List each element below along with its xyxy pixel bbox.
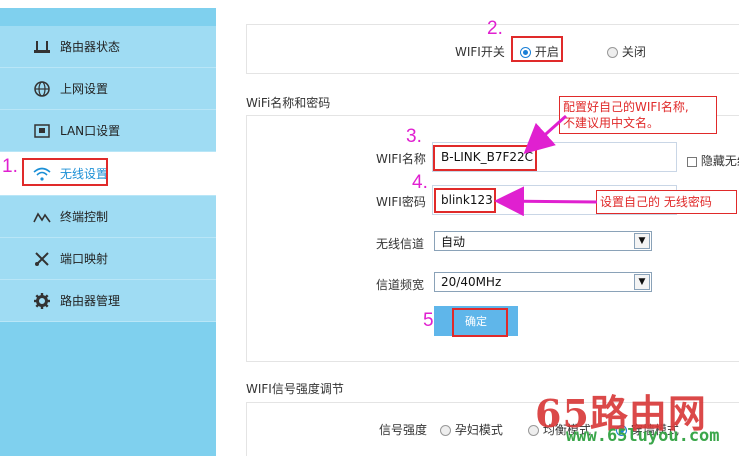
radio-unchecked-icon <box>440 425 451 436</box>
bandwidth-select[interactable]: 20/40MHz ▼ <box>434 272 652 292</box>
lan-port-icon <box>33 122 51 140</box>
wifi-on-radio[interactable]: 开启 <box>520 43 559 60</box>
chevron-down-icon: ▼ <box>634 233 650 249</box>
sidebar-item-terminal-control[interactable]: 终端控制 <box>0 196 216 238</box>
signal-option-balanced[interactable]: 均衡模式 <box>528 421 591 438</box>
bandwidth-value: 20/40MHz <box>441 275 502 289</box>
signal-option-label: 孕妇模式 <box>454 423 503 437</box>
chevron-down-icon: ▼ <box>634 274 650 290</box>
highlight-confirm <box>452 308 508 337</box>
step-marker-1: 1. <box>2 156 18 177</box>
signal-option-wall[interactable]: 穿墙模式 <box>616 421 679 438</box>
radio-checked-icon <box>520 47 531 58</box>
hide-ssid-checkbox[interactable]: 隐藏无线 <box>687 152 739 169</box>
sidebar-item-label: 终端控制 <box>60 210 109 224</box>
watermark-url: www.65luyou.com <box>566 426 720 446</box>
highlight-wireless <box>22 158 108 186</box>
signal-option-label: 穿墙模式 <box>630 423 679 437</box>
channel-select[interactable]: 自动 ▼ <box>434 231 652 251</box>
sidebar-item-port-mapping[interactable]: 端口映射 <box>0 238 216 280</box>
sidebar-item-label: 上网设置 <box>60 82 109 96</box>
password-callout: 设置自己的 无线密码 <box>596 190 737 214</box>
ssid-callout-line2: 不建议用中文名。 <box>563 116 660 130</box>
sidebar-item-lan[interactable]: LAN口设置 <box>0 110 216 152</box>
router-icon <box>33 38 51 56</box>
sidebar-item-router-admin[interactable]: 路由器管理 <box>0 280 216 322</box>
watermark-brand: 65路由网 <box>535 391 707 436</box>
wifi-on-label: 开启 <box>534 45 559 59</box>
sidebar-item-label: LAN口设置 <box>60 124 121 138</box>
password-label: WIFI密码 <box>376 195 426 209</box>
radio-unchecked-icon <box>607 47 618 58</box>
radio-unchecked-icon <box>528 425 539 436</box>
step-marker-4: 4. <box>412 172 428 193</box>
sidebar-item-label: 路由器管理 <box>60 294 121 308</box>
password-value: blink123 <box>441 193 493 207</box>
checkbox-icon <box>687 156 697 167</box>
step-marker-2: 2. <box>487 18 503 39</box>
section-title-signal: WIFI信号强度调节 <box>246 382 344 396</box>
activity-icon <box>33 208 51 226</box>
sidebar-item-label: 无线设置 <box>60 167 109 181</box>
radio-checked-icon <box>616 425 627 436</box>
hide-ssid-label: 隐藏无线 <box>700 154 739 168</box>
password-callout-text: 设置自己的 无线密码 <box>600 195 712 209</box>
sidebar-item-router-status[interactable]: 路由器状态 <box>0 26 216 68</box>
step-marker-3: 3. <box>406 126 422 147</box>
globe-icon <box>33 80 51 98</box>
sidebar-item-label: 端口映射 <box>60 252 109 266</box>
highlight-wifi-on <box>511 36 563 62</box>
signal-option-label: 均衡模式 <box>542 423 591 437</box>
ssid-arrow <box>523 114 568 155</box>
wifi-icon <box>33 165 51 183</box>
ssid-callout-line1: 配置好自己的WIFI名称, <box>563 100 689 114</box>
wifi-off-radio[interactable]: 关闭 <box>607 43 646 60</box>
confirm-button[interactable]: 确定 <box>434 306 518 336</box>
confirm-label: 确定 <box>465 315 487 328</box>
signal-option-pregnant[interactable]: 孕妇模式 <box>440 421 503 438</box>
password-arrow <box>494 186 598 217</box>
tools-icon <box>33 250 51 268</box>
gear-icon <box>33 292 51 310</box>
section-title-name-password: WiFi名称和密码 <box>246 96 331 110</box>
signal-panel <box>246 402 739 456</box>
ssid-value: B-LINK_B7F22C <box>441 150 534 164</box>
signal-label: 信号强度 <box>379 423 428 437</box>
wifi-off-label: 关闭 <box>621 45 646 59</box>
wifi-switch-label: WIFI开关 <box>455 45 505 59</box>
channel-value: 自动 <box>441 234 466 249</box>
sidebar-item-label: 路由器状态 <box>60 40 121 54</box>
highlight-ssid <box>433 145 537 171</box>
ssid-label: WIFI名称 <box>376 152 426 166</box>
channel-label: 无线信道 <box>376 237 425 251</box>
wifi-switch-panel <box>246 24 739 74</box>
bandwidth-label: 信道频宽 <box>376 278 425 292</box>
sidebar-item-internet[interactable]: 上网设置 <box>0 68 216 110</box>
ssid-callout: 配置好自己的WIFI名称, 不建议用中文名。 <box>559 96 717 134</box>
